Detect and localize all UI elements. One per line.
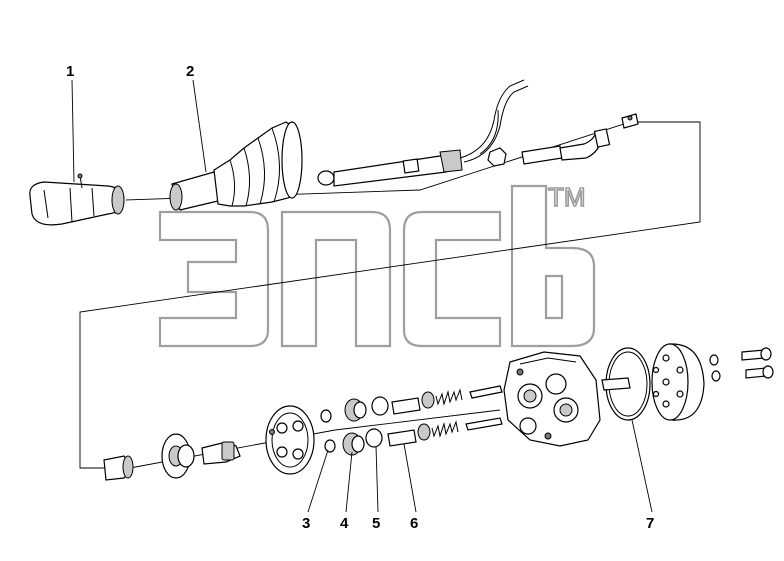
watermark-trademark: TM bbox=[548, 182, 586, 212]
callout-2: 2 bbox=[186, 63, 194, 80]
callout-6: 6 bbox=[410, 515, 418, 532]
callout-1: 1 bbox=[66, 63, 74, 80]
rubber-boot bbox=[169, 121, 303, 211]
callout-labels: 1 2 3 4 5 6 7 bbox=[66, 63, 654, 532]
spring-plate bbox=[265, 405, 315, 475]
callout-4: 4 bbox=[340, 515, 349, 532]
flange-bushing bbox=[161, 433, 195, 479]
bolts bbox=[741, 347, 774, 379]
coupling-nut bbox=[103, 455, 134, 481]
leader-lines bbox=[71, 79, 653, 513]
watermark-logo: TM bbox=[158, 181, 596, 348]
callout-3: 3 bbox=[302, 515, 310, 532]
washers bbox=[709, 354, 721, 382]
upper-pusher-set bbox=[320, 385, 503, 423]
cover-plate bbox=[601, 343, 705, 421]
callout-5: 5 bbox=[372, 515, 380, 532]
valve-body bbox=[503, 351, 601, 447]
handle-grip bbox=[29, 173, 125, 226]
cardan-joint bbox=[201, 441, 241, 465]
callout-7: 7 bbox=[646, 515, 654, 532]
lever-shaft-assembly bbox=[317, 79, 639, 187]
lower-pusher-set bbox=[324, 417, 503, 456]
